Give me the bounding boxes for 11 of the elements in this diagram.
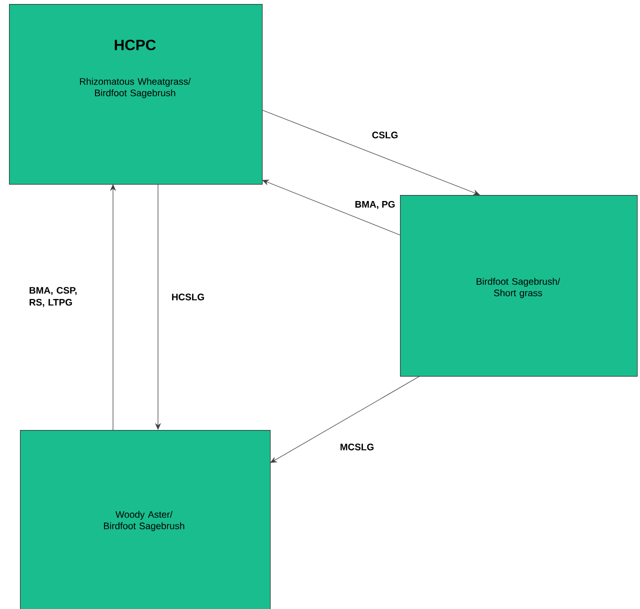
arrow bbox=[270, 376, 420, 463]
edge-label: BMA, PG bbox=[354, 200, 396, 210]
arrow bbox=[262, 110, 480, 196]
process-box: HCPC Rhizomatous Wheatgrass/ Birdfoot Sagebrush bbox=[9, 4, 263, 185]
edge-label: BMA, CSP, RS, LTPG bbox=[28, 286, 82, 308]
edge-label: HCSLG bbox=[170, 292, 206, 302]
edge-label: CSLG bbox=[370, 130, 400, 140]
edge-label: MCSLG bbox=[338, 442, 376, 452]
process-box: Woody Aster/ Birdfoot Sagebrush bbox=[20, 430, 271, 609]
arrow bbox=[262, 180, 400, 236]
process-box: Birdfoot Sagebrush/ Short grass bbox=[400, 195, 638, 377]
